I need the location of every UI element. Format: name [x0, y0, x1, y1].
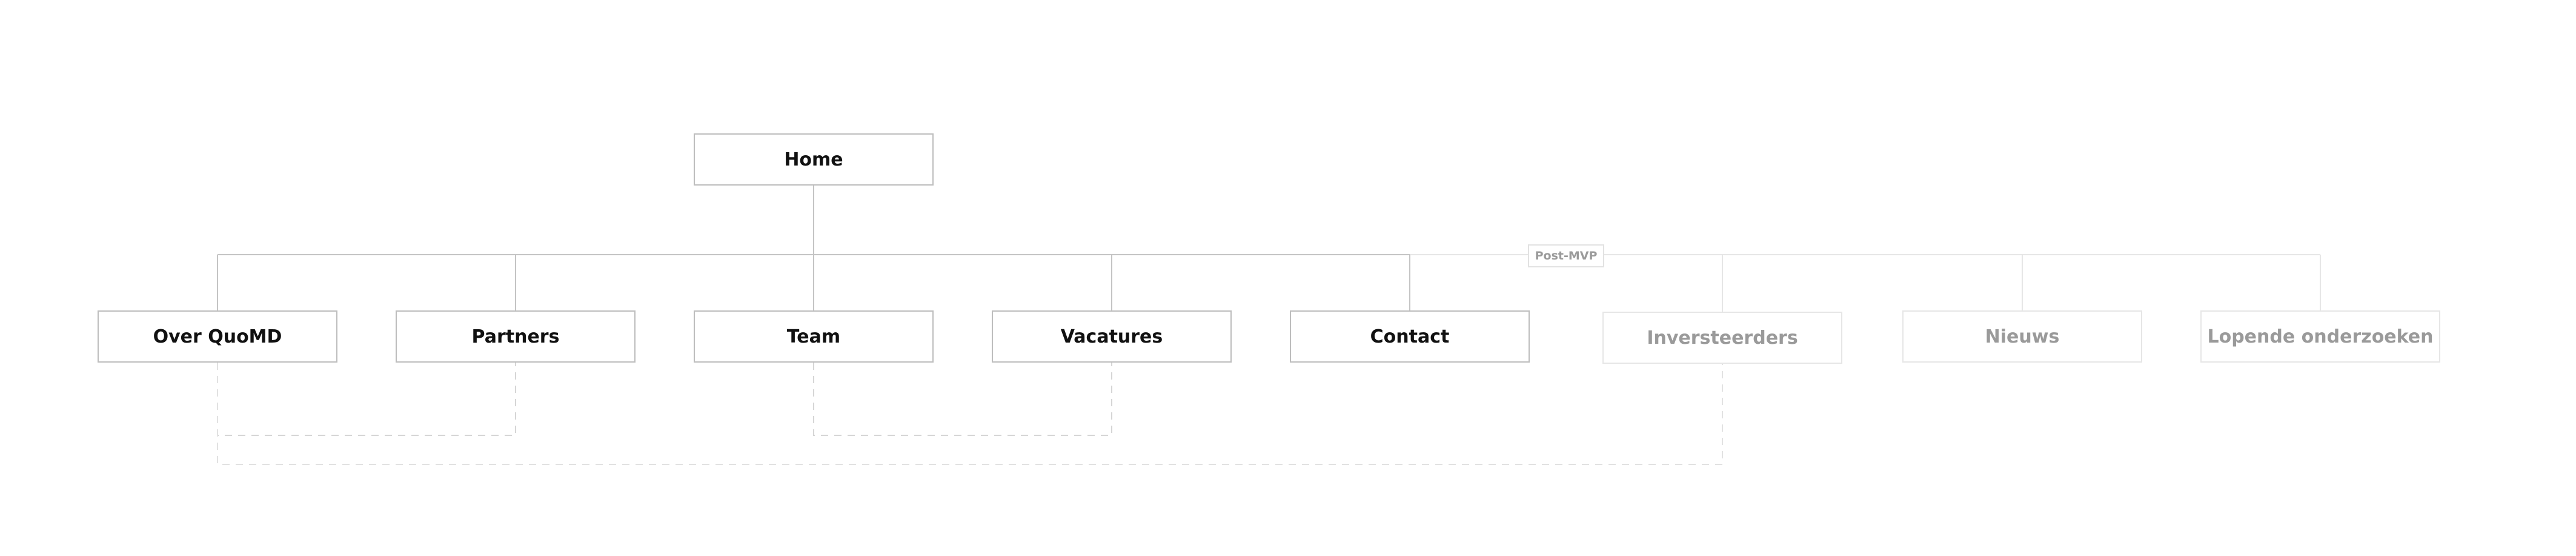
dashed-link-over-inversteerders	[217, 363, 1723, 465]
node-lopende-onderzoeken[interactable]: Lopende onderzoeken	[2200, 310, 2440, 363]
node-home[interactable]: Home	[694, 133, 934, 186]
node-team[interactable]: Team	[694, 310, 934, 363]
dashed-link-team-vacatures	[813, 363, 1112, 436]
node-inversteerders[interactable]: Inversteerders	[1602, 312, 1842, 364]
node-vacatures[interactable]: Vacatures	[992, 310, 1232, 363]
node-over-quomd[interactable]: Over QuoMD	[98, 310, 337, 363]
node-nieuws[interactable]: Nieuws	[1902, 310, 2142, 363]
dashed-link-over-partners	[217, 363, 516, 436]
node-contact[interactable]: Contact	[1290, 310, 1530, 363]
node-partners[interactable]: Partners	[396, 310, 636, 363]
post-mvp-badge: Post-MVP	[1528, 244, 1604, 267]
